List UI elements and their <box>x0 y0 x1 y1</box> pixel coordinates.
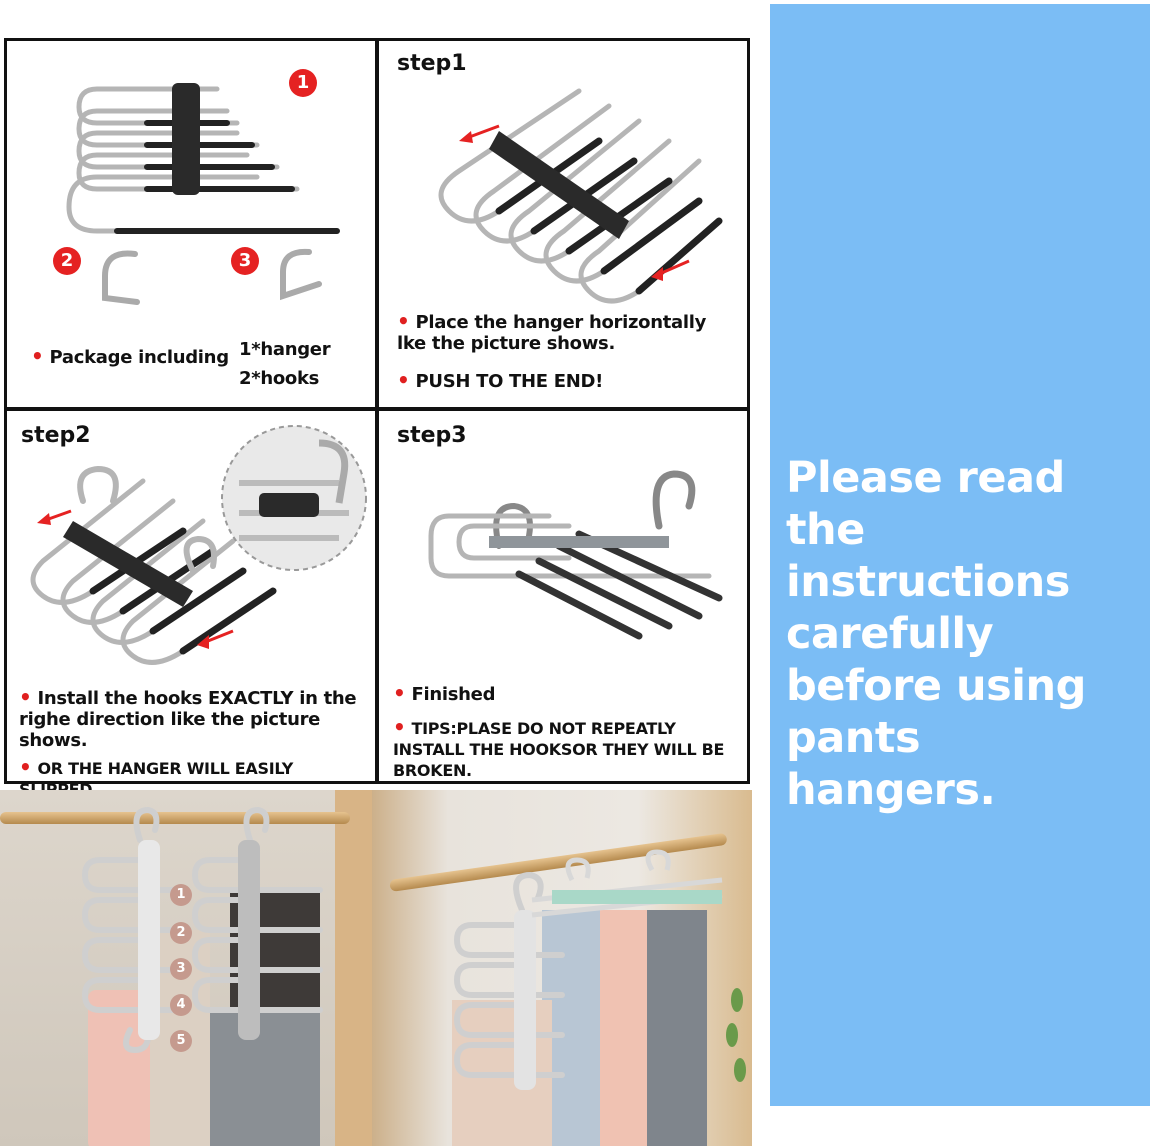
pants-blue <box>542 910 602 1146</box>
photo-closet-left: 1 2 3 4 5 <box>0 790 372 1146</box>
photo-label-1: 1 <box>170 884 192 906</box>
hook-2-icon <box>102 250 140 305</box>
plant-leaves-icon <box>726 988 746 1082</box>
step3-panel: step3 •Finished •TIPS:PLASE DO NOT REPEA… <box>376 408 750 784</box>
photo-label-5: 5 <box>170 1030 192 1052</box>
hook-3-icon <box>280 248 322 301</box>
part-1-badge: 1 <box>289 69 317 97</box>
step1-panel: step1 •Place the hanger horizontally lke… <box>376 38 750 410</box>
step1-bullet-1: •Place the hanger horizontally lke the p… <box>397 309 707 355</box>
pants-grey <box>210 1010 320 1146</box>
package-bullet: •Package including <box>31 344 229 369</box>
photo-hanger-horizontal <box>531 849 723 918</box>
package-panel: 1 2 3 •Package including 1*hanger 2*hook… <box>4 38 378 410</box>
step3-bullet-1: •Finished <box>393 681 496 706</box>
hanger-illustration <box>66 83 340 234</box>
step2-illustration <box>30 465 277 665</box>
part-2-badge: 2 <box>53 247 81 275</box>
photo-hanger-left <box>81 806 183 1054</box>
photo-closet-right <box>372 790 752 1146</box>
part-3-badge: 3 <box>231 247 259 275</box>
pants-grey <box>647 910 707 1146</box>
package-contents-hooks: 2*hooks <box>239 368 320 389</box>
step3-title: step3 <box>397 423 467 448</box>
step1-bullet-2: •PUSH TO THE END! <box>397 368 604 393</box>
photo-hanger-right <box>191 806 323 1040</box>
step2-panel: step2 •Install the hooks EXACTLY in the … <box>4 408 378 799</box>
photo-label-3: 3 <box>170 958 192 980</box>
closet-wood-panel <box>335 790 372 1146</box>
step2-bullet-1: •Install the hooks EXACTLY in the righe … <box>19 685 357 752</box>
step3-illustration <box>428 470 723 640</box>
instructions-note-text: Please read the instructions carefully b… <box>786 453 1086 815</box>
photo-label-2: 2 <box>170 922 192 944</box>
instructions-note-panel <box>770 4 1150 1106</box>
pants-peach <box>600 910 650 1146</box>
step1-illustration <box>438 88 723 304</box>
step2-zoom-inset <box>221 425 367 571</box>
photo-label-4: 4 <box>170 994 192 1016</box>
photo-hanger-hanging <box>453 871 565 1090</box>
step3-bullet-2: •TIPS:PLASE DO NOT REPEATLY INSTALL THE … <box>393 715 725 781</box>
package-contents-hanger: 1*hanger <box>239 339 331 360</box>
step1-title: step1 <box>397 51 467 76</box>
step2-title: step2 <box>21 423 91 448</box>
